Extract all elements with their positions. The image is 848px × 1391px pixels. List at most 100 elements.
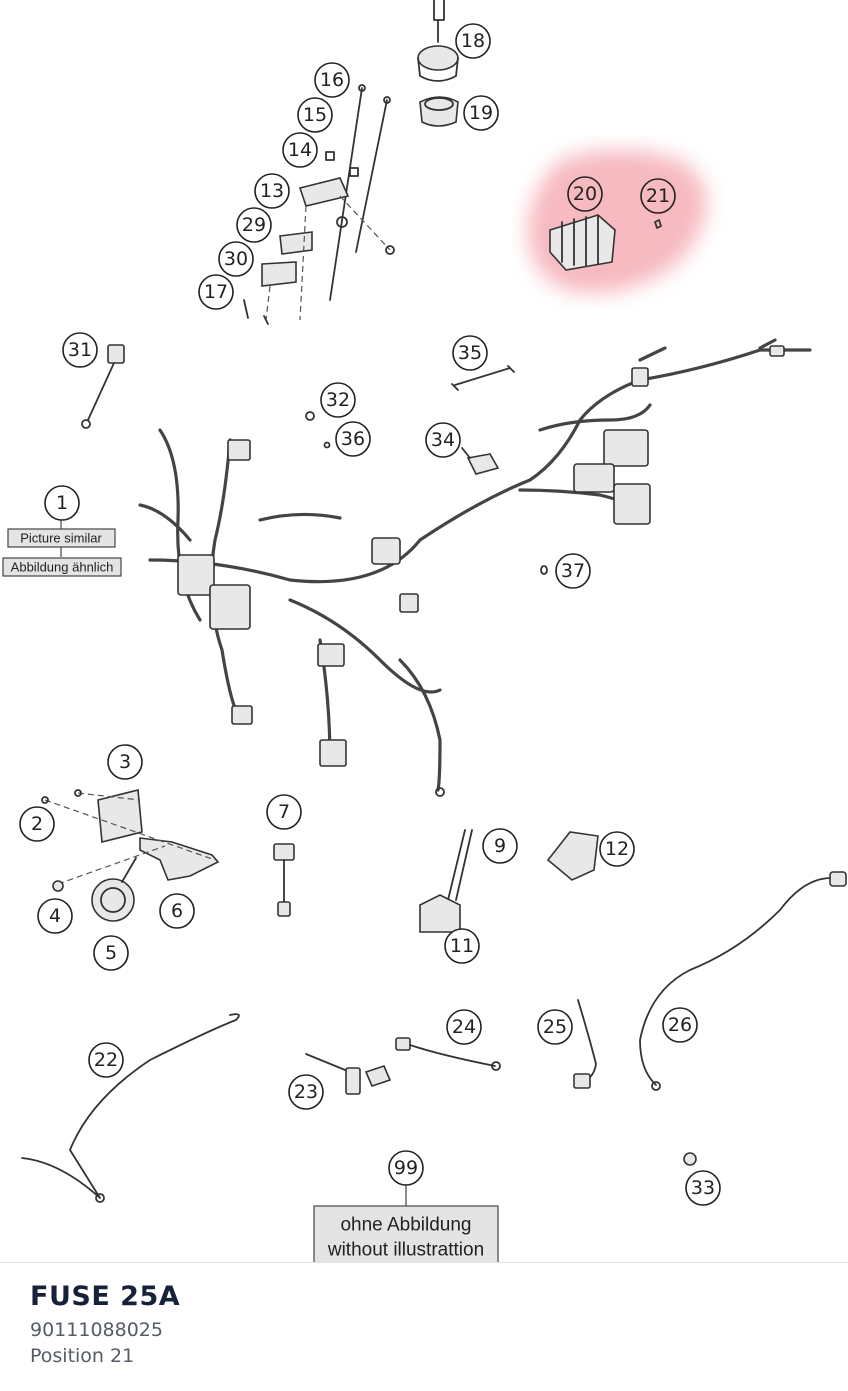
note-ohne-abbildung: ohne Abbildung <box>340 1215 471 1236</box>
switch-part[interactable] <box>305 1053 392 1095</box>
bracket-screw-assembly[interactable] <box>243 84 395 325</box>
callout-label: 34 <box>431 429 455 451</box>
callout-label: 23 <box>294 1081 318 1103</box>
callout-33[interactable]: 33 <box>685 1170 721 1206</box>
callout-25[interactable]: 25 <box>537 1009 573 1045</box>
callout-label: 20 <box>573 183 597 205</box>
callout-99[interactable]: 99 <box>388 1150 424 1186</box>
cable-strap-part[interactable] <box>451 365 515 391</box>
plug-part[interactable] <box>273 843 295 917</box>
selection-highlight[interactable] <box>528 150 707 294</box>
note-without-illustration-box <box>313 1205 499 1262</box>
main-wiring-harness[interactable] <box>138 338 812 797</box>
part-number: 90111088025 <box>30 1319 163 1341</box>
callout-label: 99 <box>394 1157 418 1179</box>
callout-label: 29 <box>242 214 266 236</box>
callout-label: 1 <box>56 492 68 514</box>
cover-part[interactable] <box>546 831 599 881</box>
callout-23[interactable]: 23 <box>288 1074 324 1110</box>
callout-label: 36 <box>341 428 365 450</box>
callout-label: 35 <box>458 342 482 364</box>
callout-label: 15 <box>303 104 327 126</box>
callout-label: 25 <box>543 1016 567 1038</box>
callout-18[interactable]: 18 <box>455 23 491 59</box>
callout-label: 5 <box>105 942 117 964</box>
note-abbildung-box <box>2 557 122 577</box>
callout-7[interactable]: 7 <box>266 794 302 830</box>
callout-label: 13 <box>260 180 284 202</box>
callout-30[interactable]: 30 <box>218 241 254 277</box>
callout-9[interactable]: 9 <box>482 828 518 864</box>
callout-32[interactable]: 32 <box>320 382 356 418</box>
callout-label: 16 <box>320 69 344 91</box>
part-name: FUSE 25A <box>30 1281 181 1312</box>
callout-label: 9 <box>494 835 506 857</box>
connector-part[interactable] <box>461 447 500 475</box>
part-position: Position 21 <box>30 1345 135 1367</box>
battery-cable-part[interactable] <box>419 829 473 933</box>
callout-label: 11 <box>450 935 474 957</box>
callout-35[interactable]: 35 <box>452 335 488 371</box>
callout-20[interactable]: 20 <box>567 176 603 212</box>
cable-26-part[interactable] <box>639 877 846 1086</box>
fuse-part[interactable] <box>654 219 662 229</box>
callout-16[interactable]: 16 <box>314 62 350 98</box>
callout-label: 2 <box>31 813 43 835</box>
callout-21[interactable]: 21 <box>640 178 676 214</box>
exploded-parts-diagram: Picture similar Abbildung ähnlich <box>2 0 847 1262</box>
callout-26[interactable]: 26 <box>662 1007 698 1043</box>
callout-19[interactable]: 19 <box>463 95 499 131</box>
callout-15[interactable]: 15 <box>297 97 333 133</box>
callout-29[interactable]: 29 <box>236 207 272 243</box>
callout-label: 17 <box>204 281 228 303</box>
small-ring-part[interactable] <box>323 441 331 449</box>
callout-3[interactable]: 3 <box>107 744 143 780</box>
callout-label: 6 <box>171 900 183 922</box>
note-without-illustration: without illustrattion <box>327 1240 484 1261</box>
callout-label: 4 <box>49 905 61 927</box>
callout-14[interactable]: 14 <box>282 132 318 168</box>
horn-bracket-assembly[interactable] <box>41 788 220 922</box>
cable-24-part[interactable] <box>395 1037 501 1071</box>
fuse-box-part[interactable] <box>549 214 616 271</box>
callout-label: 37 <box>561 560 585 582</box>
callout-label: 30 <box>224 248 248 270</box>
grommet-part[interactable] <box>305 411 315 421</box>
diagram-canvas: Picture similar Abbildung ähnlich <box>2 0 847 1262</box>
cable-25-part[interactable] <box>577 999 597 1083</box>
callout-label: 26 <box>668 1014 692 1036</box>
rubber-holder-part[interactable] <box>419 96 459 127</box>
callout-6[interactable]: 6 <box>159 893 195 929</box>
callout-13[interactable]: 13 <box>254 173 290 209</box>
callout-label: 33 <box>691 1177 715 1199</box>
relay-socket-part[interactable] <box>417 0 459 82</box>
callout-label: 18 <box>461 30 485 52</box>
callout-22[interactable]: 22 <box>88 1042 124 1078</box>
callout-label: 19 <box>469 102 493 124</box>
callout-31[interactable]: 31 <box>62 332 98 368</box>
connector-25 <box>573 1073 591 1089</box>
callout-12[interactable]: 12 <box>599 831 635 867</box>
callout-4[interactable]: 4 <box>37 898 73 934</box>
callout-17[interactable]: 17 <box>198 274 234 310</box>
callout-1[interactable]: 1 <box>44 485 80 521</box>
part-info-panel: FUSE 25A 90111088025 Position 21 <box>0 1262 848 1391</box>
cap-part[interactable] <box>683 1152 697 1166</box>
callout-11[interactable]: 11 <box>444 928 480 964</box>
callout-2[interactable]: 2 <box>19 806 55 842</box>
callout-34[interactable]: 34 <box>425 422 461 458</box>
callout-label: 21 <box>646 185 670 207</box>
callout-label: 3 <box>119 751 131 773</box>
cable-22-part[interactable] <box>21 1013 240 1199</box>
callout-36[interactable]: 36 <box>335 421 371 457</box>
note-picture-similar-box <box>7 528 116 548</box>
callout-label: 32 <box>326 389 350 411</box>
callout-37[interactable]: 37 <box>555 553 591 589</box>
callout-label: 31 <box>68 339 92 361</box>
callout-label: 12 <box>605 838 629 860</box>
sensor-part[interactable] <box>81 344 125 429</box>
callout-24[interactable]: 24 <box>446 1009 482 1045</box>
callout-5[interactable]: 5 <box>93 935 129 971</box>
note-picture-similar: Picture similar <box>20 531 102 546</box>
o-ring-part[interactable] <box>540 565 548 575</box>
